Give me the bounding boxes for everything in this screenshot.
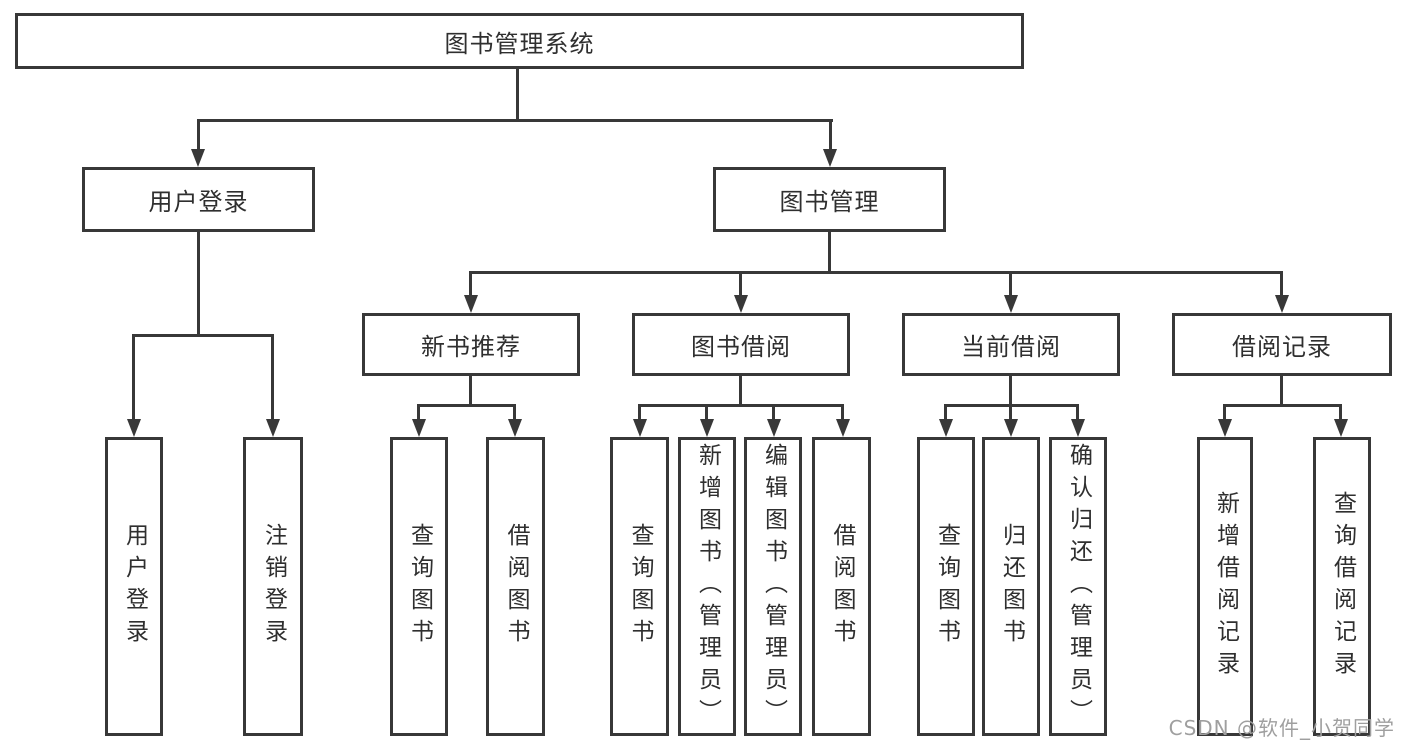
leaf-query-borrow-record: 查询借阅记录 [1313, 437, 1371, 736]
connector-userlogin-drop-1 [132, 334, 135, 422]
connector-userlogin-drop-2 [271, 334, 274, 422]
connector-records-stem [1280, 376, 1283, 407]
leaf-query-borrow-record-label: 查询借阅记录 [1329, 490, 1356, 683]
leaf-add-books-admin-label: 新增图书（管理员） [694, 442, 721, 731]
leaf-return-books-label: 归还图书 [998, 522, 1025, 651]
arrowhead-down-icon [1004, 419, 1018, 437]
connector-borrowing-drop-3 [772, 404, 775, 422]
arrowhead-down-icon [700, 419, 714, 437]
connector-current-stem [1009, 376, 1012, 407]
leaf-logout-label: 注销登录 [260, 522, 287, 651]
connector-borrowing-rail [638, 404, 844, 407]
leaf-borrow-books-1: 借阅图书 [486, 437, 545, 736]
connector-borrowing-stem [739, 376, 742, 407]
leaf-query-books-1-label: 查询图书 [406, 522, 433, 651]
connector-records-rail [1223, 404, 1342, 407]
arrowhead-down-icon [508, 419, 522, 437]
connector-bookmgmt-drop-3 [1009, 271, 1012, 298]
connector-bookmgmt-drop-4 [1280, 271, 1283, 298]
arrowhead-down-icon [767, 419, 781, 437]
leaf-add-borrow-record: 新增借阅记录 [1197, 437, 1253, 736]
connector-records-drop-1 [1223, 404, 1226, 422]
leaf-edit-books-admin-label: 编辑图书（管理员） [760, 442, 787, 731]
arrowhead-down-icon [1071, 419, 1085, 437]
leaf-borrow-books-2-label: 借阅图书 [829, 522, 855, 651]
arrowhead-down-icon [823, 149, 837, 167]
leaf-add-borrow-record-label: 新增借阅记录 [1212, 490, 1239, 683]
connector-root-stem [516, 69, 519, 121]
arrowhead-down-icon [1004, 295, 1018, 313]
leaf-borrow-books-1-label: 借阅图书 [503, 522, 529, 651]
connector-root-drop-left [197, 119, 200, 153]
connector-borrowing-drop-1 [638, 404, 641, 422]
arrowhead-down-icon [191, 149, 205, 167]
node-book-management: 图书管理 [713, 167, 946, 232]
arrowhead-down-icon [1334, 419, 1348, 437]
leaf-query-books-2: 查询图书 [610, 437, 669, 736]
connector-records-drop-2 [1339, 404, 1342, 422]
leaf-borrow-books-2: 借阅图书 [812, 437, 871, 736]
node-borrowing-records: 借阅记录 [1172, 313, 1392, 376]
arrowhead-down-icon [412, 419, 426, 437]
leaf-edit-books-admin: 编辑图书（管理员） [744, 437, 802, 736]
node-user-login: 用户登录 [82, 167, 315, 232]
leaf-return-books: 归还图书 [982, 437, 1040, 736]
arrowhead-down-icon [734, 295, 748, 313]
arrowhead-down-icon [836, 419, 850, 437]
node-current-borrowing: 当前借阅 [902, 313, 1120, 376]
connector-root-drop-right [829, 119, 832, 153]
leaf-query-books-2-label: 查询图书 [627, 522, 653, 651]
connector-userlogin-stem [197, 232, 200, 337]
arrowhead-down-icon [633, 419, 647, 437]
leaf-user-login: 用户登录 [105, 437, 163, 736]
arrowhead-down-icon [464, 295, 478, 313]
connector-newbook-rail [417, 404, 516, 407]
csdn-watermark: CSDN @软件_小贺同学 [1168, 716, 1395, 740]
leaf-confirm-return-admin: 确认归还（管理员） [1049, 437, 1107, 736]
connector-current-drop-1 [944, 404, 947, 422]
connector-userlogin-rail [132, 334, 274, 337]
node-book-management-label: 图书管理 [779, 188, 880, 216]
arrowhead-down-icon [939, 419, 953, 437]
connector-current-drop-2 [1009, 404, 1012, 422]
node-new-book-recommendation-label: 新书推荐 [421, 333, 521, 361]
leaf-user-login-label: 用户登录 [121, 522, 148, 651]
connector-bookmgmt-drop-1 [469, 271, 472, 298]
connector-borrowing-drop-4 [841, 404, 844, 422]
connector-bookmgmt-rail [469, 271, 1283, 274]
connector-bookmgmt-stem [828, 232, 831, 274]
leaf-query-books-3-label: 查询图书 [933, 522, 960, 651]
arrowhead-down-icon [266, 419, 280, 437]
connector-bookmgmt-drop-2 [739, 271, 742, 298]
connector-root-rail [197, 119, 833, 122]
node-current-borrowing-label: 当前借阅 [961, 333, 1061, 361]
arrowhead-down-icon [1218, 419, 1232, 437]
node-new-book-recommendation: 新书推荐 [362, 313, 580, 376]
node-root: 图书管理系统 [15, 13, 1024, 69]
node-borrowing-records-label: 借阅记录 [1232, 333, 1332, 361]
arrowhead-down-icon [127, 419, 141, 437]
connector-borrowing-drop-2 [705, 404, 708, 422]
connector-newbook-stem [469, 376, 472, 407]
node-root-label: 图书管理系统 [444, 29, 595, 58]
node-user-login-label: 用户登录 [148, 188, 249, 216]
node-book-borrowing: 图书借阅 [632, 313, 850, 376]
connector-current-drop-3 [1076, 404, 1079, 422]
node-book-borrowing-label: 图书借阅 [691, 333, 791, 361]
leaf-query-books-3: 查询图书 [917, 437, 975, 736]
arrowhead-down-icon [1275, 295, 1289, 313]
leaf-confirm-return-admin-label: 确认归还（管理员） [1065, 442, 1092, 731]
connector-newbook-drop-1 [417, 404, 420, 422]
leaf-add-books-admin: 新增图书（管理员） [678, 437, 736, 736]
leaf-logout: 注销登录 [243, 437, 303, 736]
connector-newbook-drop-2 [513, 404, 516, 422]
leaf-query-books-1: 查询图书 [390, 437, 448, 736]
